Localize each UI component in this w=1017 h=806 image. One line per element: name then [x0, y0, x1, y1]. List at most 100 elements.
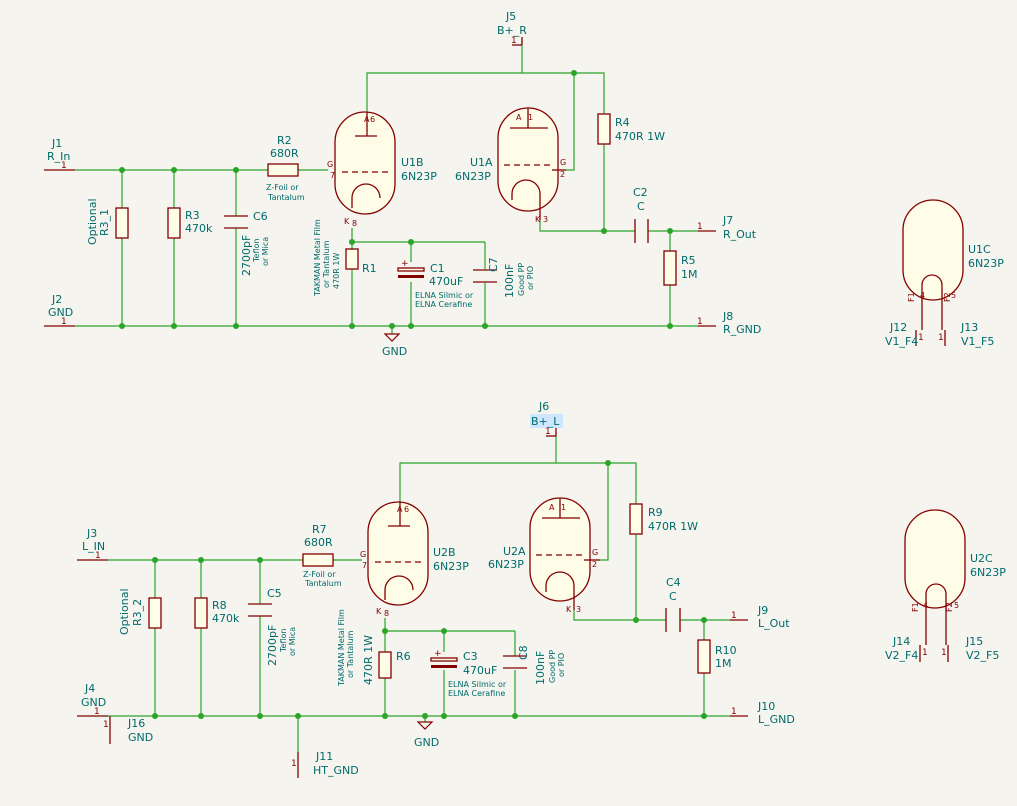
c1-note-2: ELNA Cerafine — [415, 300, 472, 309]
j5-value: B+_R — [497, 24, 527, 37]
c3-note-2: ELNA Cerafine — [448, 689, 505, 698]
r2-note-1: Z-Foil or — [266, 183, 299, 192]
c7-value: 100nF — [503, 264, 516, 298]
j16-ref: J16 — [127, 717, 145, 730]
r10-value: 1M — [715, 657, 732, 670]
j9-ref: J9 — [757, 604, 768, 617]
capacitor-c3[interactable]: + C3 470uF ELNA Silmic or ELNA Cerafine — [430, 649, 507, 698]
resistor-r5[interactable]: R5 1M — [663, 250, 698, 286]
connector-j1[interactable]: J1 R_In 1 — [44, 137, 75, 171]
tube-u1b[interactable]: A 6 G 7 K 8 U1B 6N23P — [327, 111, 437, 228]
connector-j11[interactable]: 1 J11 HT_GND — [291, 750, 359, 778]
j7-ref: J7 — [722, 214, 733, 227]
resistor-r6[interactable]: R6 TAKMAN Metal Film or Tantalum 470R 1W — [337, 609, 411, 687]
u1b-pin-a: A — [364, 115, 370, 124]
u1a-pin-2: 2 — [560, 170, 565, 179]
c3-ref: C3 — [463, 650, 478, 663]
capacitor-c2[interactable]: C2 C — [633, 186, 649, 243]
j4-value: GND — [81, 696, 106, 709]
resistor-r3-2[interactable]: Optional R3_2 — [118, 588, 162, 635]
j6-pin: 1 — [545, 427, 551, 437]
capacitor-c6[interactable]: C6 2700pF Teflon or Mica — [224, 210, 270, 276]
connector-j2[interactable]: J2 GND 1 — [44, 293, 75, 327]
j14-ref: J14 — [892, 635, 910, 648]
c1-plus: + — [401, 259, 409, 269]
tube-u2c[interactable]: F1 F2 4 5 U2C 6N23P — [904, 509, 1006, 662]
r8-value: 470k — [212, 612, 240, 625]
u1c-type: 6N23P — [968, 257, 1004, 270]
u2c-pin-f2: F2 — [945, 602, 954, 612]
capacitor-c1[interactable]: + C1 470uF ELNA Silmic or ELNA Cerafine — [397, 259, 474, 309]
resistor-r9[interactable]: R9 470R 1W — [629, 503, 698, 535]
connector-j6[interactable]: J6 B+_L 1 — [530, 400, 563, 437]
j10-pin: 1 — [731, 707, 737, 717]
r10-ref: R10 — [715, 644, 737, 657]
tube-u1c[interactable]: F1 F2 4 5 U1C 6N23P — [902, 199, 1004, 346]
u1b-type: 6N23P — [401, 170, 437, 183]
j15-value: V2_F5 — [966, 649, 999, 662]
resistor-r2[interactable]: R2 680R Z-Foil or Tantalum — [266, 134, 305, 202]
r6-note-3: 470R 1W — [362, 635, 375, 685]
resistor-r8[interactable]: R8 470k — [194, 597, 240, 629]
connector-j15[interactable]: 1 J15 V2_F5 — [941, 635, 999, 662]
ground-symbol-r: GND — [382, 333, 407, 358]
connector-j3[interactable]: J3 L_IN 1 — [77, 527, 108, 561]
j5-ref: J5 — [505, 10, 516, 23]
capacitor-c8[interactable]: C8 100nF Good PP or PIO — [503, 645, 566, 685]
connector-j16[interactable]: 1 J16 GND — [103, 716, 153, 744]
c7-note-2: or PIO — [526, 266, 535, 290]
capacitor-c4[interactable]: C4 C — [665, 576, 681, 632]
connector-j7[interactable]: 1 J7 R_Out — [697, 214, 757, 241]
resistor-r4[interactable]: R4 470R 1W — [597, 113, 665, 145]
tube-u2b[interactable]: A 6 G 7 K 8 U2B 6N23P — [360, 501, 469, 618]
resistor-r3[interactable]: R3 470k — [167, 207, 213, 239]
j3-value: L_IN — [82, 540, 105, 553]
r3-2-ref: R3_2 — [131, 599, 144, 626]
r2-ref: R2 — [277, 134, 292, 147]
r9-ref: R9 — [648, 506, 663, 519]
j9-value: L_Out — [758, 617, 790, 630]
u2c-pin-f1: F1 — [911, 602, 920, 612]
c6-ref: C6 — [253, 210, 268, 223]
j6-ref: J6 — [538, 400, 549, 413]
c8-note-1: Good PP — [548, 650, 557, 683]
r4-value: 470R 1W — [615, 130, 665, 143]
resistor-r7[interactable]: R7 680R Z-Foil or Tantalum — [302, 523, 342, 588]
resistor-r3-1[interactable]: Optional R3_1 — [86, 198, 129, 245]
j9-pin: 1 — [731, 611, 737, 621]
tube-u2a[interactable]: A 1 G 2 K 3 U2A 6N23P — [488, 497, 600, 614]
tube-u1a[interactable]: A 1 G 2 K 3 U1A 6N23P — [455, 107, 566, 224]
j1-pin: 1 — [61, 161, 67, 171]
connector-j8[interactable]: 1 J8 R_GND — [697, 310, 761, 336]
r7-note-2: Tantalum — [304, 579, 342, 588]
r1-ref: R1 — [362, 262, 377, 275]
capacitor-c7[interactable]: C7 100nF Good PP or PIO — [473, 257, 535, 298]
connector-j4[interactable]: J4 GND 1 — [77, 682, 108, 717]
connector-j12[interactable]: 1 J12 V1_F4 — [885, 321, 924, 348]
r5-ref: R5 — [681, 254, 696, 267]
resistor-r1[interactable]: R1 TAKMAN Metal Film or Tantalum 470R 1W — [313, 219, 377, 297]
r8-ref: R8 — [212, 599, 227, 612]
u1c-ref: U1C — [968, 243, 991, 256]
j15-ref: J15 — [965, 635, 983, 648]
u2a-pin-a: A — [549, 503, 555, 512]
r7-note-1: Z-Foil or — [303, 570, 336, 579]
r3-1-ref: R3_1 — [98, 209, 111, 236]
connector-j9[interactable]: 1 J9 L_Out — [730, 604, 790, 630]
capacitor-c5[interactable]: C5 2700pF Teflon or Mica — [248, 587, 297, 666]
connector-j10[interactable]: 1 J10 L_GND — [730, 700, 795, 726]
j13-ref: J13 — [960, 321, 978, 334]
gnd-r-label: GND — [382, 345, 407, 358]
connector-j13[interactable]: 1 J13 V1_F5 — [938, 321, 994, 348]
u2a-type: 6N23P — [488, 558, 524, 571]
resistor-r10[interactable]: R10 1M — [697, 639, 737, 674]
u1b-pin-k: K — [344, 217, 350, 226]
connector-j5[interactable]: J5 B+_R 1 — [497, 10, 527, 46]
connector-j14[interactable]: 1 J14 V2_F4 — [885, 635, 928, 662]
j11-pin: 1 — [291, 759, 297, 769]
c3-plus: + — [434, 649, 442, 659]
j11-value: HT_GND — [313, 764, 359, 777]
c3-note-1: ELNA Silmic or — [448, 680, 507, 689]
c7-ref: C7 — [487, 257, 500, 272]
